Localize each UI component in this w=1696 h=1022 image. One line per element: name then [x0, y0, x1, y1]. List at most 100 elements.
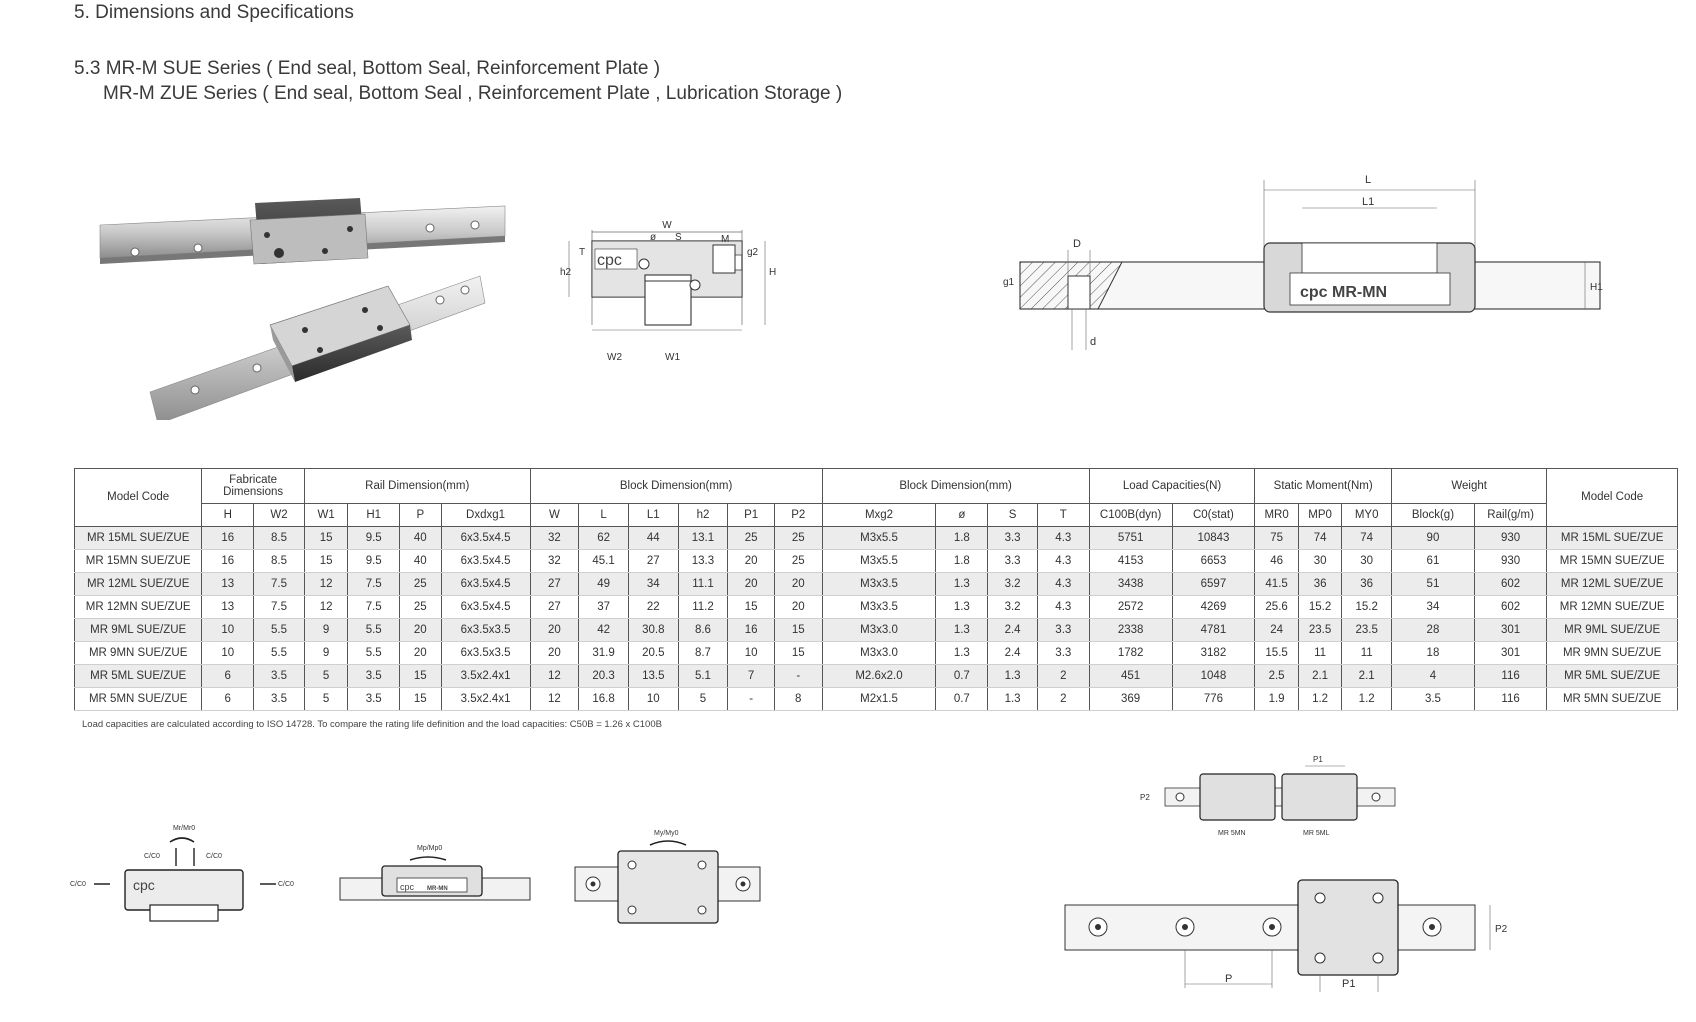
table-cell: 15: [399, 687, 442, 711]
table-cell: 25: [399, 595, 442, 619]
table-cell: -: [727, 687, 775, 711]
table-cell: 301: [1473, 641, 1548, 665]
table-cell: 3.3: [987, 549, 1038, 573]
table-cell: 20: [529, 618, 580, 642]
table-cell: 7.5: [253, 572, 305, 596]
table-cell: MR 12MN SUE/ZUE: [73, 595, 203, 619]
table-cell: 1.8: [935, 526, 989, 550]
table-cell: 6: [201, 687, 255, 711]
column-header: Dxdxg1: [440, 503, 531, 527]
column-header: T: [1036, 503, 1090, 527]
table-cell: 2: [1036, 687, 1090, 711]
label-mp: Mp/Mp0: [417, 845, 442, 852]
table-cell: 4.3: [1036, 526, 1090, 550]
table-cell: 12: [303, 595, 349, 619]
header-load: Load Capacities(N): [1088, 468, 1256, 504]
header-rail: Rail Dimension(mm): [303, 468, 531, 504]
table-cell: M2.6x2.0: [821, 664, 937, 688]
table-cell: 15.2: [1297, 595, 1343, 619]
table-cell: 15: [303, 526, 349, 550]
table-cell: 25: [399, 572, 442, 596]
table-cell: 8.5: [253, 526, 305, 550]
table-cell: 2.5: [1254, 664, 1299, 688]
column-header: W: [529, 503, 580, 527]
label-p1-large: P1: [1342, 978, 1355, 990]
dim-g1: g1: [1003, 277, 1015, 288]
table-cell: 15.2: [1341, 595, 1393, 619]
table-cell: 11: [1297, 641, 1343, 665]
table-cell: 20.3: [578, 664, 629, 688]
column-header: S: [987, 503, 1038, 527]
table-cell: 6x3.5x4.5: [440, 549, 531, 573]
dim-S: S: [675, 232, 682, 243]
table-cell: 42: [578, 618, 629, 642]
dim-W: W: [662, 220, 672, 231]
moment-diagram-roll: Mr/Mr0 C/C0 C/C0 C/C0 C/C0 cpc: [70, 825, 294, 922]
table-cell: M3x3.0: [821, 618, 937, 642]
pitch-drawing-large: P P1 P2: [1064, 879, 1508, 992]
table-cell: 451: [1088, 664, 1173, 688]
table-cell: 40: [399, 526, 442, 550]
header-model-code-right: Model Code: [1546, 468, 1678, 527]
column-header: H1: [347, 503, 401, 527]
table-cell: M3x5.5: [821, 549, 937, 573]
table-cell: 30: [1297, 549, 1343, 573]
column-header: P: [399, 503, 442, 527]
table-cell: 602: [1473, 595, 1548, 619]
table-cell: 7.5: [347, 572, 401, 596]
side-label: cpc MR-MN: [1300, 284, 1387, 301]
table-cell: 75: [1254, 526, 1299, 550]
table-cell: 27: [529, 595, 580, 619]
table-cell: 3.2: [987, 595, 1038, 619]
table-cell: 10: [727, 641, 775, 665]
table-cell: 74: [1341, 526, 1393, 550]
logo-pitch: cpc: [400, 882, 415, 892]
table-cell: MR 15ML SUE/ZUE: [1546, 526, 1678, 550]
table-cell: 11: [1341, 641, 1393, 665]
table-cell: M3x3.0: [821, 641, 937, 665]
table-cell: 1.3: [935, 618, 989, 642]
dim-W2: W2: [607, 352, 622, 363]
dim-g2: g2: [747, 247, 759, 258]
table-cell: MR 9MN SUE/ZUE: [1546, 641, 1678, 665]
dim-d: d: [1090, 336, 1096, 348]
table-cell: 27: [529, 572, 580, 596]
table-cell: MR 15MN SUE/ZUE: [1546, 549, 1678, 573]
side-view-drawing: L L1 cpc MR-MN D d g1 H1: [1003, 174, 1603, 350]
table-cell: 74: [1297, 526, 1343, 550]
table-cell: 1.3: [987, 664, 1038, 688]
table-cell: 18: [1391, 641, 1475, 665]
table-cell: 15.5: [1254, 641, 1299, 665]
label-mr5mn: MR 5MN: [1218, 830, 1246, 837]
table-cell: 930: [1473, 526, 1548, 550]
table-cell: 34: [627, 572, 679, 596]
table-cell: 3.5: [253, 664, 305, 688]
table-cell: 5.5: [253, 618, 305, 642]
table-cell: 602: [1473, 572, 1548, 596]
pitch-drawing-small: P1 P2 MR 5MN MR 5ML: [1140, 755, 1396, 837]
table-cell: 46: [1254, 549, 1299, 573]
table-cell: 2572: [1088, 595, 1173, 619]
table-cell: 22: [627, 595, 679, 619]
table-cell: 16: [201, 549, 255, 573]
table-cell: MR 9MN SUE/ZUE: [73, 641, 203, 665]
table-cell: 0.7: [935, 664, 989, 688]
table-cell: 25: [727, 526, 775, 550]
table-cell: M3x5.5: [821, 526, 937, 550]
table-cell: 32: [529, 526, 580, 550]
table-cell: 25: [773, 549, 823, 573]
table-cell: 5.1: [677, 664, 729, 688]
table-cell: 3.5x2.4x1: [440, 687, 531, 711]
label-mr-mn: MR-MN: [427, 886, 448, 892]
table-cell: 6x3.5x4.5: [440, 572, 531, 596]
table-cell: 45.1: [578, 549, 629, 573]
table-cell: 37: [578, 595, 629, 619]
table-cell: MR 5MN SUE/ZUE: [1546, 687, 1678, 711]
table-cell: 16: [201, 526, 255, 550]
column-header: h2: [677, 503, 729, 527]
table-cell: 15: [727, 595, 775, 619]
